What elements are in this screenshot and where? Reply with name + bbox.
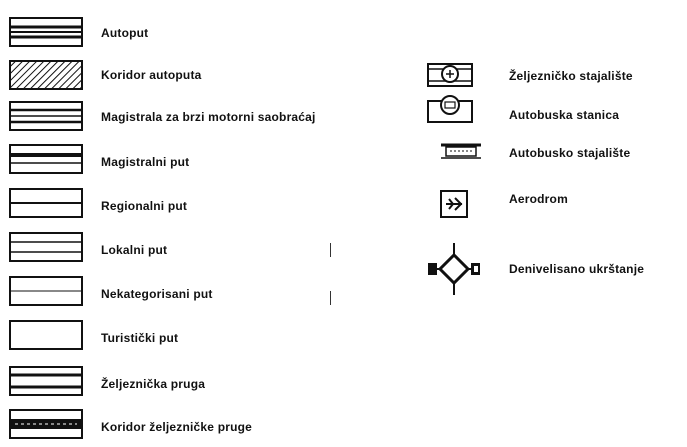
lokalni-put-symbol (9, 232, 83, 262)
autobusko-stajaliste-icon (440, 142, 482, 165)
regionalni-put-symbol (9, 188, 83, 218)
legend-label-autobuska-stanica: Autobuska stanica (509, 108, 620, 122)
divider-tick (330, 291, 331, 305)
legend-label-lokalni-put: Lokalni put (101, 243, 168, 257)
legend-label-autobusko-stajaliste: Autobusko stajalište (509, 146, 631, 160)
legend-label-magistralni-put: Magistralni put (101, 155, 190, 169)
divider-tick (330, 243, 331, 257)
legend-label-denivelisano-ukrstanje: Denivelisano ukrštanje (509, 262, 645, 276)
legend-label-zeljeznicka-pruga: Željeznička pruga (101, 377, 206, 391)
legend-label-aerodrom: Aerodrom (509, 192, 568, 206)
koridor-autoputa-symbol (9, 60, 83, 90)
legend-label-nekategorisani-put: Nekategorisani put (101, 287, 213, 301)
legend-label-regionalni-put: Regionalni put (101, 199, 188, 213)
turisticki-put-symbol (9, 320, 83, 350)
zeljeznicko-stajaliste-icon (427, 62, 473, 93)
legend-label-zeljeznicko-stajaliste: Željezničko stajalište (509, 69, 633, 83)
koridor-pruge-symbol (9, 409, 83, 439)
magistrala-brzi-symbol (9, 101, 83, 131)
autoput-symbol (9, 17, 83, 47)
nekategorisani-put-symbol (9, 276, 83, 306)
legend-label-autoput: Autoput (101, 26, 149, 40)
aerodrom-icon (440, 190, 468, 223)
zeljeznicka-pruga-symbol (9, 366, 83, 396)
legend-label-magistrala-brzi: Magistrala za brzi motorni saobraćaj (101, 110, 316, 124)
denivelisano-ukrstanje-icon (426, 241, 482, 302)
magistralni-put-symbol (9, 144, 83, 174)
legend-label-koridor-pruge: Koridor željezničke pruge (101, 420, 253, 434)
legend-label-turisticki-put: Turistički put (101, 331, 179, 345)
legend-label-koridor-autoputa: Koridor autoputa (101, 68, 202, 82)
autobuska-stanica-icon (427, 94, 473, 129)
